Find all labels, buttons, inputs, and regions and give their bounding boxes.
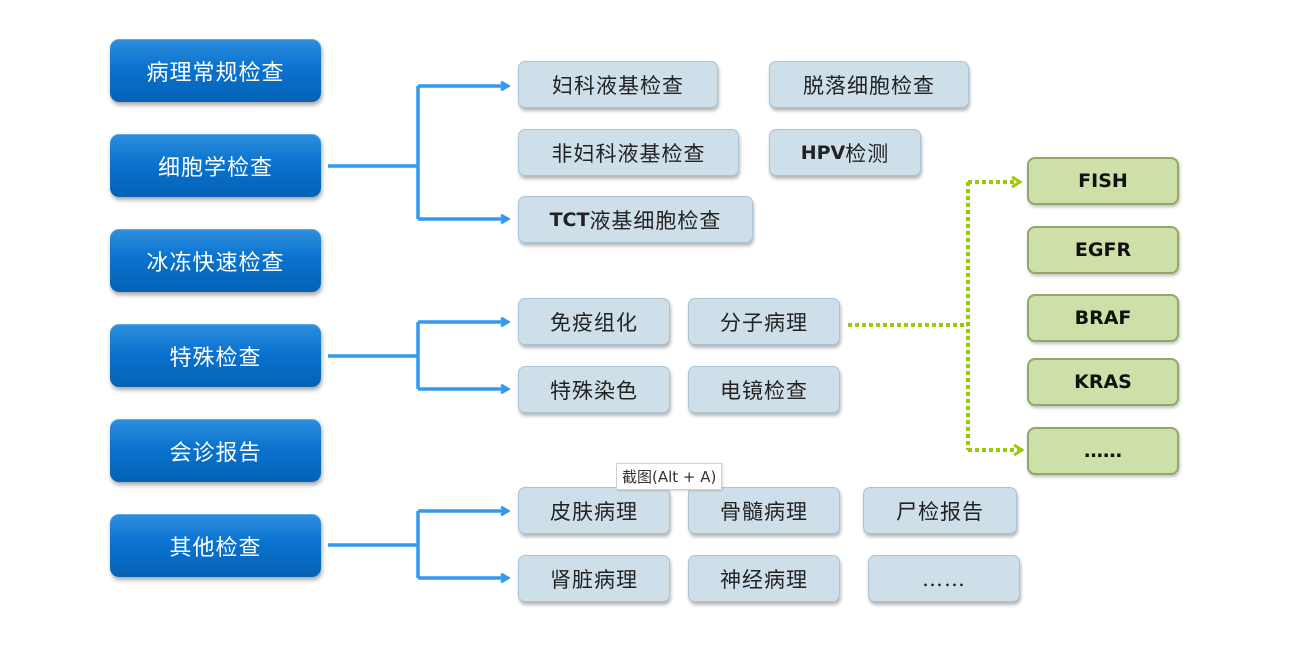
molecular-connector: [848, 182, 1022, 450]
item-label: KRAS: [1074, 371, 1132, 393]
item-label: 骨髓病理: [720, 499, 808, 524]
main-category-label: 会诊报告: [169, 440, 262, 466]
main-category-consult[interactable]: 会诊报告: [110, 419, 321, 482]
other-connector: [328, 511, 508, 578]
cytology-item-nongyn-lbc[interactable]: 非妇科液基检查: [518, 129, 739, 176]
cytology-connector: [328, 86, 508, 219]
item-label: FISH: [1078, 170, 1128, 192]
other-item-neuro[interactable]: 神经病理: [688, 555, 840, 602]
molecular-item-braf[interactable]: BRAF: [1027, 294, 1179, 342]
item-label: 检测: [845, 141, 890, 166]
main-category-label: 冰冻快速检查: [146, 250, 285, 276]
main-category-routine[interactable]: 病理常规检查: [110, 39, 321, 102]
item-label-prefix: TCT: [549, 208, 590, 231]
main-category-cytology[interactable]: 细胞学检查: [110, 134, 321, 197]
main-category-frozen[interactable]: 冰冻快速检查: [110, 229, 321, 292]
other-item-skin[interactable]: 皮肤病理: [518, 487, 670, 534]
special-item-em[interactable]: 电镜检查: [688, 366, 840, 413]
item-label: 肾脏病理: [550, 567, 638, 592]
item-label: 神经病理: [720, 567, 808, 592]
item-label: BRAF: [1074, 307, 1132, 329]
item-label: 液基细胞检查: [589, 208, 722, 233]
main-category-label: 病理常规检查: [146, 60, 285, 86]
molecular-item-kras[interactable]: KRAS: [1027, 358, 1179, 406]
main-category-label: 其他检查: [169, 535, 262, 561]
other-item-kidney[interactable]: 肾脏病理: [518, 555, 670, 602]
molecular-item-fish[interactable]: FISH: [1027, 157, 1179, 205]
screenshot-tooltip: 截图(Alt + A): [616, 463, 723, 490]
item-label: ……: [1084, 440, 1122, 462]
main-category-label: 细胞学检查: [157, 155, 273, 181]
special-item-molecular[interactable]: 分子病理: [688, 298, 840, 345]
item-label: ……: [922, 566, 966, 591]
main-category-special[interactable]: 特殊检查: [110, 324, 321, 387]
item-label: 电镜检查: [720, 378, 808, 403]
main-category-other[interactable]: 其他检查: [110, 514, 321, 577]
item-label: 皮肤病理: [550, 499, 638, 524]
item-label: 非妇科液基检查: [551, 141, 706, 166]
special-connector: [328, 322, 508, 389]
item-label: EGFR: [1074, 239, 1132, 261]
item-label: 尸检报告: [896, 499, 984, 524]
cytology-item-exfoliative[interactable]: 脱落细胞检查: [769, 61, 969, 108]
cytology-item-gyn-lbc[interactable]: 妇科液基检查: [518, 61, 718, 108]
special-item-ihc[interactable]: 免疫组化: [518, 298, 670, 345]
item-label: 脱落细胞检查: [803, 73, 935, 98]
main-category-label: 特殊检查: [169, 345, 262, 371]
other-item-marrow[interactable]: 骨髓病理: [688, 487, 840, 534]
other-item-more[interactable]: ……: [868, 555, 1020, 602]
item-label: 妇科液基检查: [552, 73, 684, 98]
item-label: 免疫组化: [550, 310, 638, 335]
molecular-item-more[interactable]: ……: [1027, 427, 1179, 475]
other-item-autopsy[interactable]: 尸检报告: [863, 487, 1017, 534]
item-label-prefix: HPV: [800, 141, 846, 164]
item-label: 分子病理: [720, 310, 808, 335]
item-label: 特殊染色: [550, 378, 638, 403]
molecular-item-egfr[interactable]: EGFR: [1027, 226, 1179, 274]
special-item-stain[interactable]: 特殊染色: [518, 366, 670, 413]
